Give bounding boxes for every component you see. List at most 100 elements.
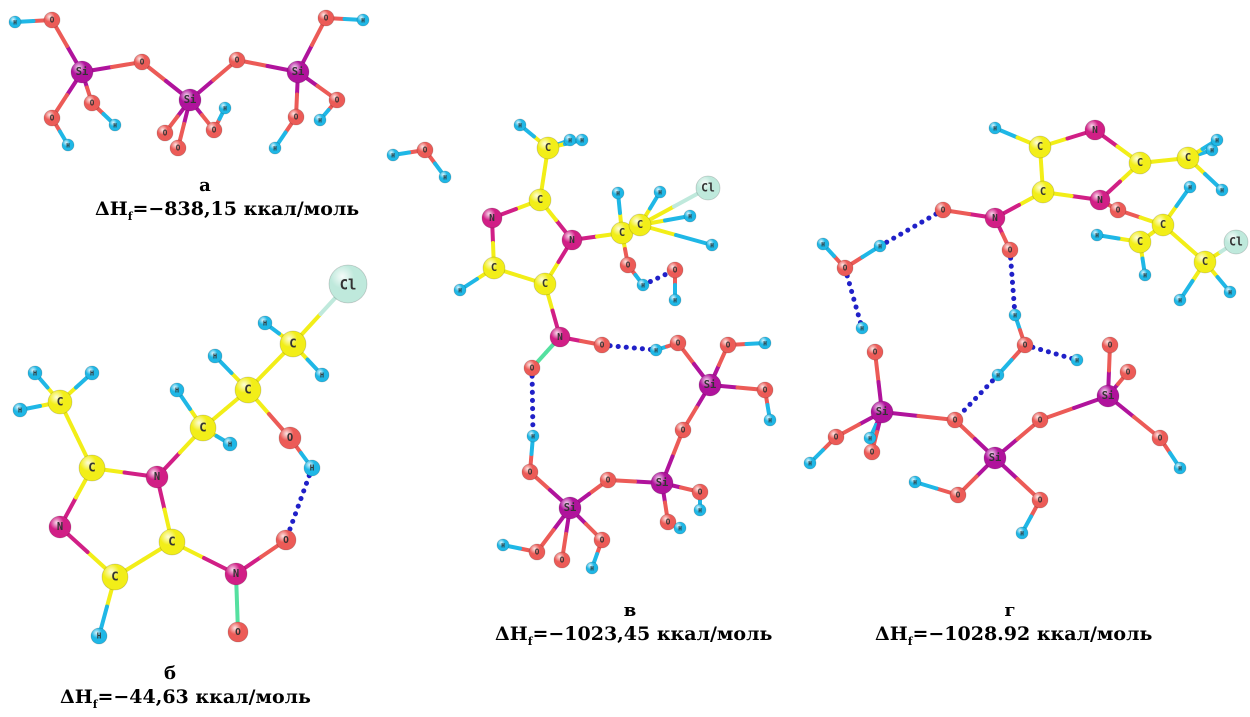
svg-text:O: O [530, 364, 535, 373]
svg-text:O: O [600, 341, 605, 350]
svg-text:H: H [1178, 466, 1182, 473]
svg-text:O: O [606, 476, 611, 485]
atom-h: H [84, 365, 100, 381]
atom-si: Si [558, 496, 582, 520]
svg-text:Si: Si [656, 477, 669, 489]
atom-h: H [1223, 285, 1237, 299]
svg-text:O: O [1023, 341, 1028, 350]
svg-text:C: C [199, 421, 206, 435]
svg-text:C: C [88, 461, 95, 475]
atom-c: C [1128, 151, 1152, 175]
atom-n: N [549, 326, 571, 348]
svg-text:O: O [834, 433, 839, 442]
hydrogen-bond [877, 207, 946, 249]
atom-h: H [303, 459, 321, 477]
atom-h: H [1015, 526, 1029, 540]
atom-c: C [189, 414, 217, 442]
svg-text:N: N [1097, 195, 1103, 206]
bond [674, 233, 714, 247]
atom-cl: Cl [1223, 229, 1249, 255]
svg-text:H: H [66, 143, 70, 150]
atom-o: O [669, 334, 687, 352]
svg-text:O: O [235, 627, 241, 638]
svg-text:Si: Si [292, 66, 305, 78]
atom-o: O [521, 463, 539, 481]
atom-h: H [673, 521, 687, 535]
svg-text:H: H [821, 242, 825, 249]
svg-text:O: O [698, 488, 703, 497]
svg-text:O: O [176, 144, 181, 153]
svg-text:H: H [531, 434, 535, 441]
atom-h: H [1215, 183, 1229, 197]
atom-cl: Cl [328, 264, 368, 304]
atom-h: H [526, 429, 540, 443]
atom-o: O [1109, 201, 1127, 219]
atom-o: O [863, 443, 881, 461]
atom-c: C [628, 213, 652, 237]
caption-d: г ΔHf=−1028.92 ккал/моль [875, 600, 1152, 654]
hydrogen-bond [283, 465, 315, 543]
svg-text:H: H [568, 138, 572, 145]
svg-text:O: O [681, 426, 686, 435]
atom-h: H [653, 185, 667, 199]
atom-o: O [205, 121, 223, 139]
bonds-layer [13, 16, 1238, 638]
atom-o: O [659, 513, 677, 531]
atom-o: O [666, 261, 684, 279]
atom-o: O [43, 11, 61, 29]
svg-text:O: O [1108, 341, 1113, 350]
atom-c: C [47, 389, 73, 415]
svg-text:H: H [1210, 148, 1214, 155]
atom-o: O [1031, 491, 1049, 509]
svg-text:N: N [57, 521, 63, 533]
atom-o: O [133, 53, 151, 71]
svg-text:O: O [50, 16, 55, 25]
svg-text:H: H [273, 146, 277, 153]
atom-h: H [169, 382, 185, 398]
svg-text:H: H [391, 153, 395, 160]
hydrogen-bond [1022, 342, 1080, 363]
svg-text:H: H [768, 418, 772, 425]
atom-o: O [691, 483, 709, 501]
atom-h: H [816, 237, 830, 251]
svg-text:H: H [678, 526, 682, 533]
svg-text:H: H [13, 20, 17, 27]
atom-h: H [1138, 268, 1152, 282]
atom-o: O [227, 621, 249, 643]
svg-text:C: C [289, 337, 296, 351]
atom-h: H [873, 239, 887, 253]
svg-text:Cl: Cl [340, 277, 357, 293]
atom-h: H [1070, 353, 1084, 367]
atom-o: O [275, 529, 297, 551]
hydrogen-bond [599, 342, 659, 353]
hydrogen-bond [1007, 247, 1018, 318]
atom-c: C [528, 188, 552, 212]
svg-text:O: O [1038, 496, 1043, 505]
atom-h: H [1090, 228, 1104, 242]
svg-text:H: H [90, 370, 94, 378]
atom-si: Si [983, 446, 1007, 470]
hydrogen-bond [842, 265, 865, 331]
atom-o: O [1101, 336, 1119, 354]
atom-h: H [575, 133, 589, 147]
svg-text:O: O [294, 113, 299, 122]
svg-text:N: N [569, 235, 575, 246]
svg-text:O: O [763, 386, 768, 395]
svg-text:Si: Si [76, 66, 89, 78]
svg-text:H: H [223, 106, 227, 113]
svg-text:O: O [335, 96, 340, 105]
atom-c: C [1128, 230, 1152, 254]
atom-o: O [827, 428, 845, 446]
atom-c: C [78, 454, 106, 482]
svg-text:O: O [870, 448, 875, 457]
atom-o: O [328, 91, 346, 109]
svg-text:H: H [658, 190, 662, 197]
atom-h: H [356, 13, 370, 27]
svg-text:H: H [1143, 273, 1147, 280]
svg-text:H: H [654, 348, 658, 355]
svg-text:C: C [491, 262, 497, 274]
atom-si: Si [698, 373, 722, 397]
svg-text:O: O [90, 99, 95, 108]
atom-o: O [946, 411, 964, 429]
svg-text:C: C [1137, 236, 1143, 248]
